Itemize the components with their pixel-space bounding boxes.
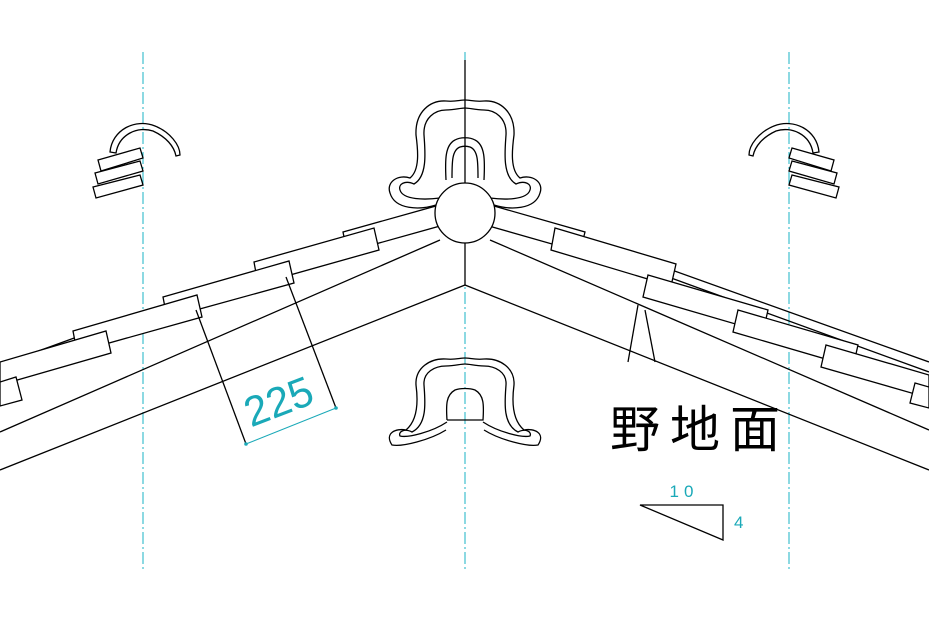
dimension-line (245, 407, 337, 445)
leader-line (627, 304, 639, 363)
slope-rise-label: 4 (734, 513, 743, 532)
roof-tiles-right (488, 205, 929, 409)
curl-tile-right (748, 122, 820, 157)
dimension-tick (244, 442, 248, 446)
section-inner-outline (398, 363, 532, 438)
ridge-ornament-top (388, 99, 542, 244)
tile-stack-3 (788, 174, 840, 199)
dimension-tick (334, 406, 338, 410)
section-outer-outline (388, 357, 542, 446)
tile-stack-3 (92, 174, 144, 199)
leader-line (644, 309, 656, 363)
ridge-ornament-section (388, 357, 542, 446)
sheathing-line-right (464, 284, 929, 471)
roof-tile (820, 344, 929, 399)
dimension-value: 225 (237, 367, 319, 436)
section-core (445, 387, 485, 421)
tile-stack-2 (94, 160, 144, 185)
roof-tile (0, 330, 112, 386)
slope-triangle (639, 504, 724, 541)
ornament-inner-outline (399, 107, 531, 200)
extension-line-a (195, 309, 247, 445)
ornament-core (444, 137, 486, 181)
curl-tile-left (109, 122, 181, 157)
surface-label: 野地面 (610, 401, 790, 459)
surface-leader (627, 304, 656, 363)
ridge-underline-left (0, 239, 441, 433)
tile-detail-right (748, 122, 840, 199)
tile-detail-left (92, 122, 181, 199)
ridge-tile-round (434, 182, 496, 244)
sheathing-line-left (0, 284, 466, 471)
ridge-underline-right (489, 239, 929, 431)
slope-run-label: 10 (670, 482, 699, 501)
roof-tile (0, 376, 23, 407)
extension-line-b (285, 276, 337, 409)
slope-indicator: 10 4 (639, 482, 743, 541)
tile-stack-1 (97, 147, 144, 172)
ornament-outer-outline (388, 99, 542, 209)
ornament-core-inner (451, 145, 479, 179)
roof-tile (909, 382, 929, 409)
tile-stack-2 (788, 160, 838, 185)
